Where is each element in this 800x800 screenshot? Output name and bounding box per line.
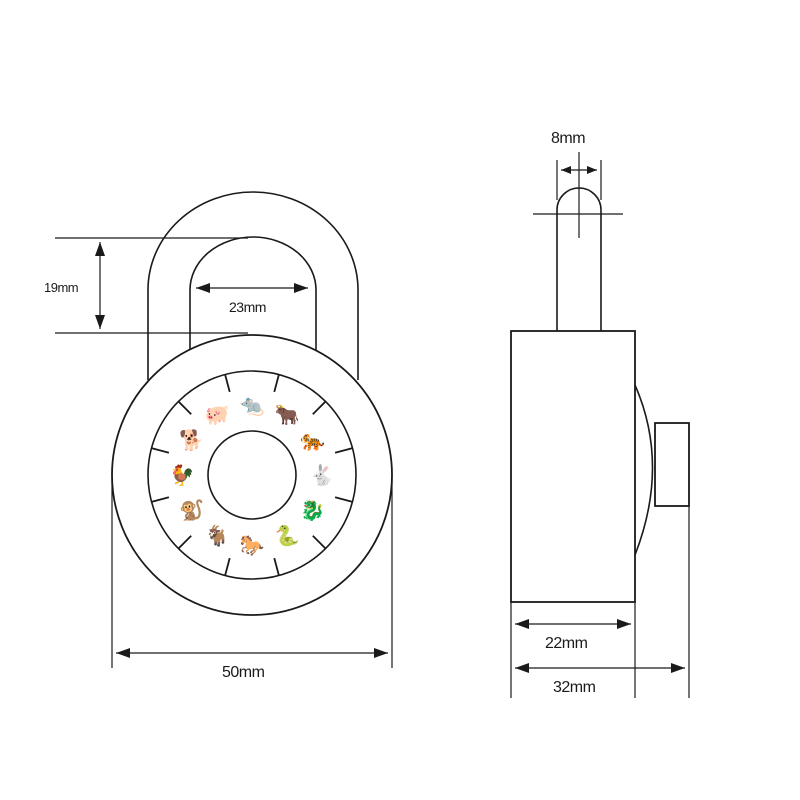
tiger-icon: 🐅 xyxy=(300,428,325,452)
dial-tick xyxy=(151,496,170,503)
total-depth-label: 32mm xyxy=(553,679,596,696)
dim-22-arrow-left xyxy=(515,619,529,629)
dial-tick xyxy=(334,496,353,503)
dim-8-arrow-right xyxy=(587,166,597,174)
body-depth-label: 22mm xyxy=(545,635,588,652)
rooster-icon: 🐓 xyxy=(170,463,195,487)
dim-32-arrow-right xyxy=(671,663,685,673)
dim-50-arrow-right xyxy=(374,648,388,658)
side-dial-bulge xyxy=(634,384,654,556)
dial-tick xyxy=(312,400,327,415)
side-dial-knob xyxy=(654,422,690,507)
ox-icon: 🐂 xyxy=(275,402,300,426)
dial-outer-ring xyxy=(147,370,357,580)
snake-icon: 🐍 xyxy=(275,524,300,548)
rabbit-icon: 🐇 xyxy=(310,463,335,487)
shackle-diameter-label: 8mm xyxy=(551,130,585,147)
shackle-inner xyxy=(189,236,317,380)
dial-tick xyxy=(177,400,192,415)
goat-icon: 🐐 xyxy=(205,524,230,548)
dial-hub xyxy=(207,430,297,520)
shackle-height-label: 19mm xyxy=(44,280,78,295)
dim-32-arrow-left xyxy=(515,663,529,673)
dim-23-arrow-left xyxy=(196,283,210,293)
side-lock-body xyxy=(510,330,636,603)
zodiac-ring: 🐀 🐂🐅 🐇 🐉🐍 🐎 🐐🐒 🐓 🐕🐖 xyxy=(170,393,335,557)
rat-icon: 🐀 xyxy=(240,393,265,417)
horse-icon: 🐎 xyxy=(240,533,265,557)
dim-19-arrow-bottom xyxy=(95,315,105,329)
dog-icon: 🐕 xyxy=(179,428,204,452)
dial-tick xyxy=(177,535,192,550)
dim-19-arrow-top xyxy=(95,242,105,256)
dial-tick xyxy=(273,374,280,393)
lock-body-outer-ring xyxy=(111,334,393,616)
dim-23-arrow-right xyxy=(294,283,308,293)
dial-tick xyxy=(151,447,170,454)
dial-tick xyxy=(224,557,231,576)
shackle-outer xyxy=(147,191,359,380)
dial-tick xyxy=(312,535,327,550)
dragon-icon: 🐉 xyxy=(300,498,325,522)
pig-icon: 🐖 xyxy=(205,402,230,426)
dim-8-arrow-left xyxy=(561,166,571,174)
dial-tick-marks xyxy=(151,374,353,576)
shackle-inner-width-label: 23mm xyxy=(229,299,266,315)
dim-50-arrow-left xyxy=(116,648,130,658)
dial-tick xyxy=(334,447,353,454)
dial-tick xyxy=(273,557,280,576)
side-view: 8mm 22mm 32mm xyxy=(510,130,690,698)
monkey-icon: 🐒 xyxy=(179,498,204,522)
dial-tick xyxy=(224,374,231,393)
front-view: 🐀 🐂🐅 🐇 🐉🐍 🐎 🐐🐒 🐓 🐕🐖 19mm 23mm 50mm xyxy=(44,191,393,681)
dim-22-arrow-right xyxy=(617,619,631,629)
front-width-label: 50mm xyxy=(222,664,265,681)
